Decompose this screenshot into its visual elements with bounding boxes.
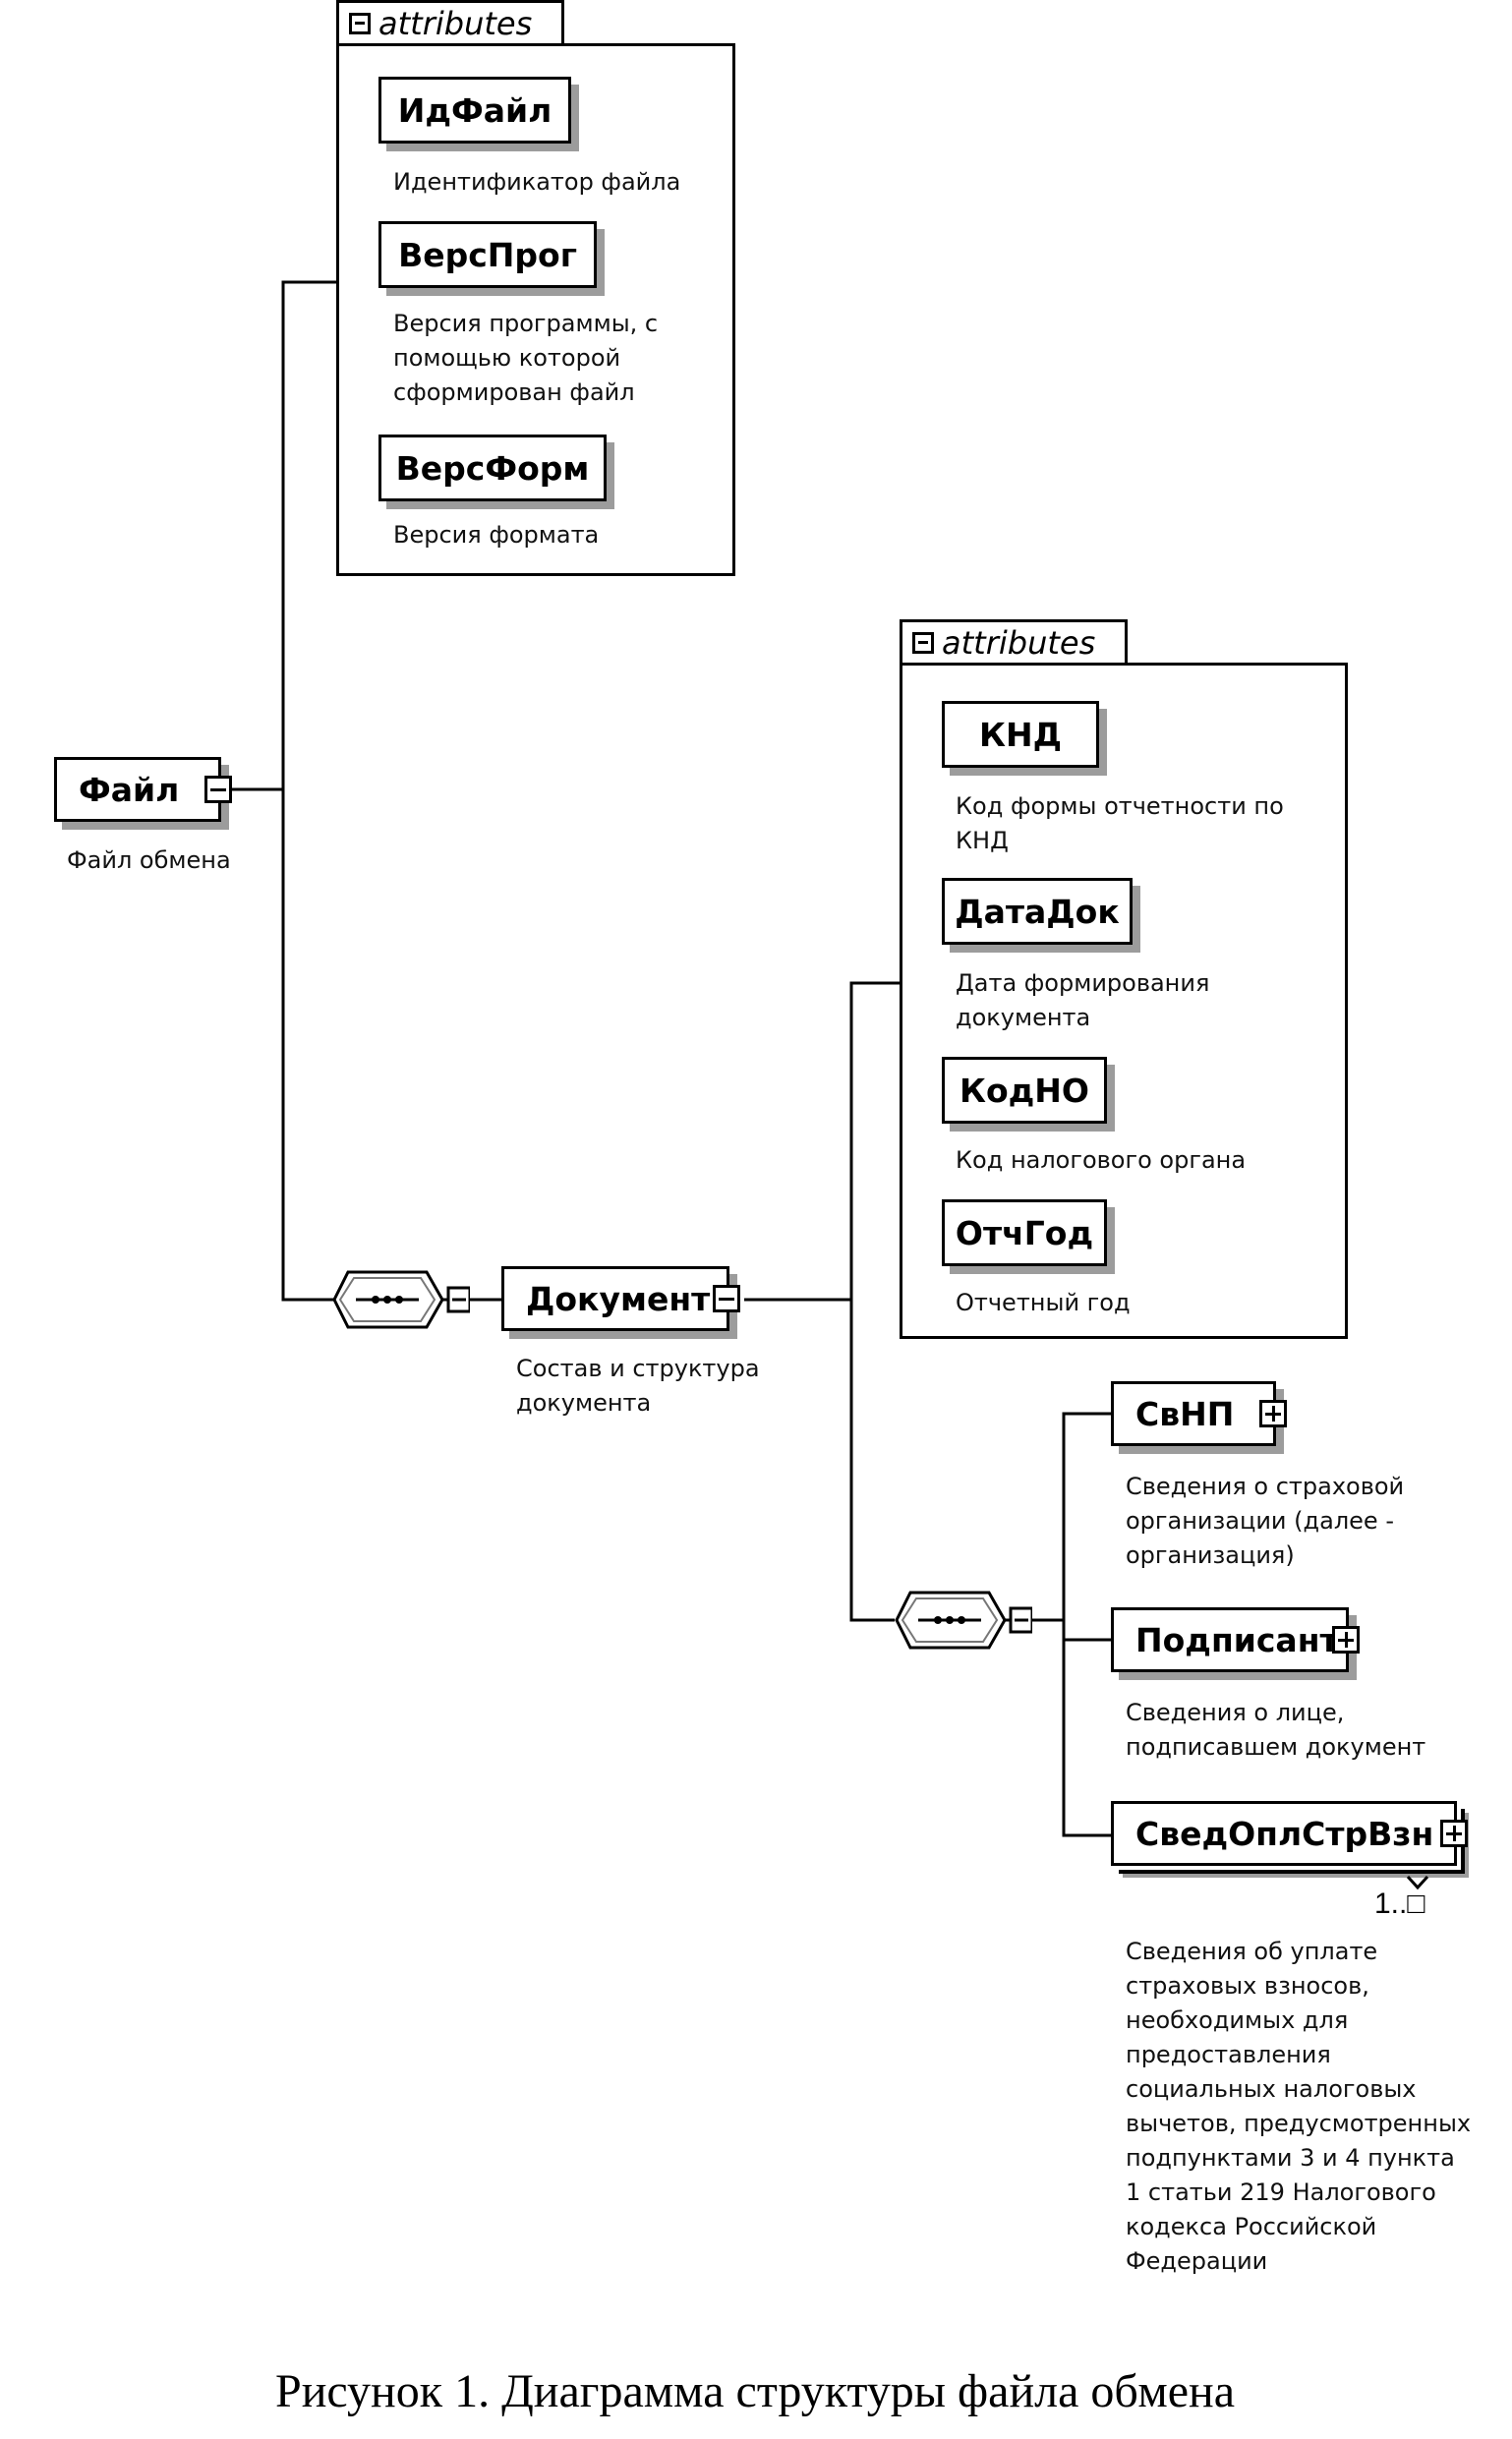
element-name: СвНП bbox=[1135, 1394, 1235, 1433]
figure-caption: Рисунок 1. Диаграмма структуры файла обм… bbox=[275, 2365, 1236, 2417]
attr-knd[interactable]: КНД bbox=[942, 701, 1099, 768]
repeat-marker-icon bbox=[1406, 1875, 1429, 1890]
collapse-icon[interactable] bbox=[349, 12, 371, 34]
attr-name: ДатаДок bbox=[955, 892, 1120, 931]
collapse-icon[interactable] bbox=[204, 776, 232, 803]
child-svedoplstrvzn[interactable]: СведОплСтрВзн bbox=[1111, 1801, 1468, 1866]
attr-name: КНД bbox=[979, 715, 1062, 754]
element-name: Файл bbox=[79, 770, 180, 809]
expand-icon[interactable] bbox=[1440, 1820, 1468, 1847]
child-svnp[interactable]: СвНП bbox=[1111, 1381, 1287, 1446]
attr-versprog[interactable]: ВерсПрог bbox=[378, 221, 597, 288]
root-element[interactable]: Файл bbox=[54, 757, 232, 822]
element-description: Сведения о страховой организации (далее … bbox=[1126, 1473, 1405, 1569]
collapse-icon[interactable] bbox=[912, 631, 934, 654]
cardinality-label: 1..□ bbox=[1374, 1887, 1425, 1920]
element-name: СведОплСтрВзн bbox=[1135, 1814, 1434, 1853]
attr-name: ИдФайл bbox=[397, 90, 552, 130]
attributes-tab[interactable]: attributes bbox=[900, 619, 1128, 663]
expand-icon[interactable] bbox=[1332, 1626, 1360, 1654]
element-description: Сведения о лице, подписавшем документ bbox=[1126, 1699, 1426, 1761]
attr-name: КодНО bbox=[960, 1071, 1089, 1110]
attr-description: Версия формата bbox=[393, 521, 600, 549]
attr-versform[interactable]: ВерсФорм bbox=[378, 435, 607, 501]
document-element[interactable]: Документ bbox=[501, 1266, 740, 1331]
attr-description: Версия программы, с помощью которой сфор… bbox=[393, 310, 659, 406]
attr-otchgod[interactable]: ОтчГод bbox=[942, 1199, 1107, 1266]
attr-kodno[interactable]: КодНО bbox=[942, 1057, 1107, 1124]
sequence-compositor-icon[interactable] bbox=[332, 1268, 470, 1331]
attr-name: ВерсФорм bbox=[395, 448, 590, 488]
sequence-compositor-icon[interactable] bbox=[895, 1589, 1032, 1652]
attributes-tab[interactable]: attributes bbox=[336, 0, 564, 43]
attr-description: Отчетный год bbox=[956, 1289, 1131, 1316]
element-description: Файл обмена bbox=[67, 846, 231, 874]
attr-description: Дата формирования документа bbox=[956, 969, 1210, 1031]
expand-icon[interactable] bbox=[1259, 1400, 1287, 1427]
child-podpisant[interactable]: Подписант bbox=[1111, 1607, 1360, 1672]
element-name: Подписант bbox=[1135, 1620, 1339, 1659]
attr-description: Код налогового органа bbox=[956, 1146, 1247, 1174]
attr-name: ВерсПрог bbox=[398, 235, 577, 274]
attr-datadok[interactable]: ДатаДок bbox=[942, 878, 1133, 945]
attributes-label: attributes bbox=[942, 623, 1096, 662]
attributes-label: attributes bbox=[378, 4, 533, 42]
attr-name: ОтчГод bbox=[955, 1213, 1094, 1252]
collapse-icon[interactable] bbox=[713, 1285, 740, 1312]
attr-idfile[interactable]: ИдФайл bbox=[378, 77, 571, 144]
attr-description: Код формы отчетности по КНД bbox=[956, 792, 1284, 854]
element-description: Сведения об уплате страховых взносов, не… bbox=[1126, 1938, 1472, 2275]
element-description: Состав и структура документа bbox=[516, 1355, 760, 1417]
attr-description: Идентификатор файла bbox=[393, 168, 681, 196]
element-name: Документ bbox=[526, 1279, 711, 1318]
